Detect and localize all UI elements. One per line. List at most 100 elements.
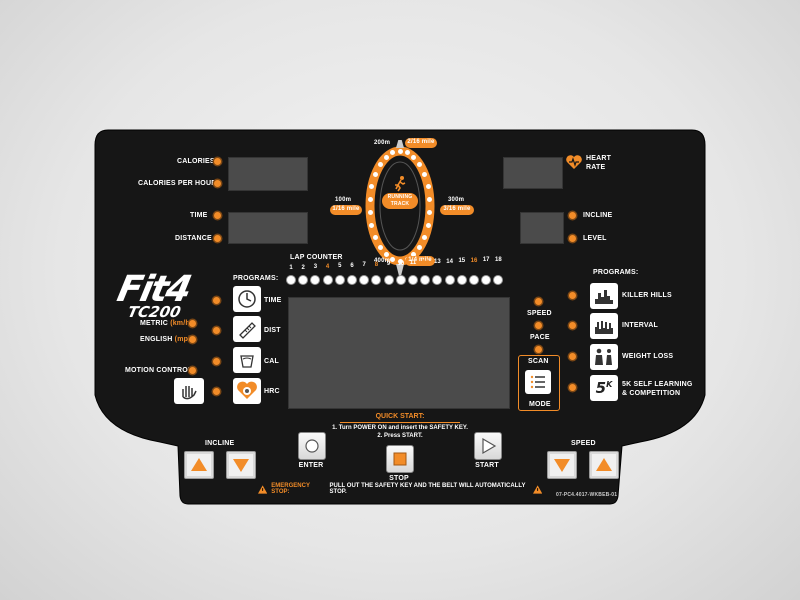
running-track-label-2: TRACK [390,201,410,207]
motion-control-button[interactable] [174,378,204,404]
track-light [377,162,383,168]
track-light [397,258,403,264]
five-k-icon-sup: K [606,380,613,389]
track-light [367,210,373,216]
brand-logo: Fit4 TC200 [114,269,194,321]
right-programs-header: PROGRAMS: [593,269,639,276]
track-light [397,148,403,154]
calories-display [228,157,308,191]
lap-light [360,276,369,284]
five-k-icon: 5K [596,379,613,397]
program-hrc-button[interactable] [233,378,261,404]
lap-light [457,276,466,284]
program-killer-hills-indicator [569,292,576,299]
track-light [422,234,428,240]
program-dist-button[interactable] [233,316,261,342]
metric-text: METRIC [140,320,169,327]
track-1-16-badge [330,205,362,215]
time-distance-display [228,212,308,244]
scan-mode-frame [518,355,560,411]
incline-label: INCLINE [583,212,613,219]
stop-button[interactable] [386,445,414,473]
play-icon [482,437,497,455]
english-indicator [189,336,196,343]
lap-number: 14 [446,258,453,265]
level-label: LEVEL [583,235,607,242]
lap-number: 7 [362,262,366,268]
lap-light [433,276,442,284]
lap-light [348,276,356,284]
program-weight-loss-button[interactable] [590,344,618,370]
lap-light [482,276,491,284]
program-cal-button[interactable] [233,347,261,373]
track-2-16-label: 2/16 mile [407,139,435,145]
program-killer-hills-button[interactable] [590,283,618,309]
track-400m-label: 400m [374,258,391,264]
lap-counter-title: LAP COUNTER [290,254,343,261]
main-matrix-display [288,297,510,409]
lap-light [323,276,332,284]
program-5k-label-2: & COMPETITION [622,390,681,397]
left-programs-header: PROGRAMS: [233,275,279,282]
mode-button[interactable] [525,370,551,394]
incline-up-button[interactable] [184,451,214,479]
english-unit: (mph) [174,336,196,343]
program-time-indicator [213,297,220,304]
track-light [427,210,433,216]
time-label: TIME [190,212,208,219]
incline-level-display [520,212,564,244]
track-light [417,162,423,168]
cup-icon [240,355,254,368]
program-cal-label: CAL [264,358,279,365]
program-time-button[interactable] [233,286,261,312]
five-k-icon-number: 5 [595,379,607,397]
heart-rate-label-2: RATE [586,164,606,171]
distance-label: DISTANCE [175,235,212,242]
start-button[interactable] [474,432,502,460]
circle-icon [305,439,319,453]
metric-label: METRIC (km/h) [140,320,192,327]
track-light [372,234,378,240]
people-icon [595,348,612,365]
program-interval-label: INTERVAL [622,322,658,329]
running-track-badge [382,193,418,209]
track-1-4-label: 1/4 mile [408,257,432,263]
lap-light [421,276,430,284]
lap-light [311,276,320,284]
program-time-label: TIME [264,297,282,304]
triangle-down-icon [554,459,570,472]
ruler-icon [239,322,256,339]
hills-chart-icon [595,290,613,304]
calories-indicator [214,158,221,165]
lap-number: 12 [421,259,429,266]
program-5k-button[interactable]: 5K [590,375,618,401]
calories-label: CALORIES [177,158,215,165]
track-light [425,183,431,189]
speed-up-button[interactable] [589,451,619,479]
track-light [383,252,389,258]
program-interval-button[interactable] [590,313,618,339]
incline-indicator [569,212,576,219]
track-light [390,256,396,262]
incline-down-button[interactable] [226,451,256,479]
track-100m-label: 100m [335,197,352,203]
speed-indicator [535,298,542,305]
speed-indicator-label: SPEED [527,310,552,317]
track-light [417,244,423,250]
lap-number: 8 [374,261,379,268]
incline-buttons-label: INCLINE [205,440,235,447]
lap-number: 3 [313,264,318,270]
lap-number: 16 [470,257,478,264]
part-number: 07-PC4.4017-WKBEB-01 [556,492,618,498]
scan-label: SCAN [528,358,549,365]
speed-down-button[interactable] [547,451,577,479]
track-1-16-label: 1/16 mile [332,206,360,212]
enter-button[interactable] [298,432,326,460]
lap-light [445,276,454,284]
track-light [404,150,410,156]
heart-rate-display [503,157,563,189]
track-light [390,150,396,156]
mode-label: MODE [529,401,551,408]
lap-light [335,276,344,284]
quick-start-divider [340,422,460,423]
